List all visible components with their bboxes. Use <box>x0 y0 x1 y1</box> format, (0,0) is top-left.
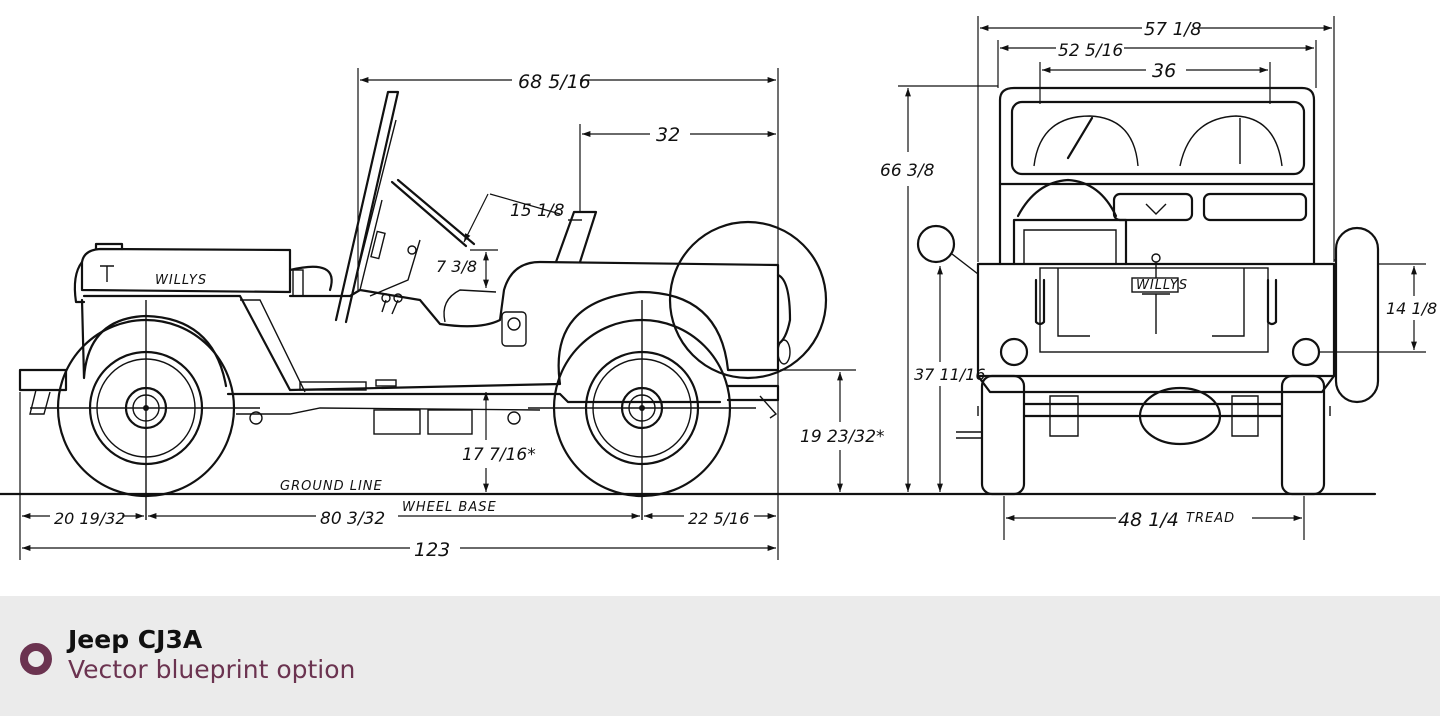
rear-axle <box>1022 402 1284 418</box>
spare-bracket <box>776 273 792 346</box>
tailgate-badge-box <box>1131 277 1179 293</box>
tailgate-chain-left <box>1034 278 1046 326</box>
label-front-overhang: 20 19/32 <box>54 509 126 528</box>
label-seat-height: 7 3/8 <box>436 257 477 276</box>
label-tread-word: TREAD <box>1186 511 1235 526</box>
wiper-arc-left <box>1033 115 1139 167</box>
label-tailgate-height: 14 1/8 <box>1386 299 1437 318</box>
label-axle-clearance: 17 7/16* <box>462 445 536 465</box>
steering-wheel <box>1016 178 1118 218</box>
tailgate-chain-right <box>1266 278 1278 326</box>
tail-light-left <box>999 337 1029 367</box>
label-top-length: 68 5/16 <box>518 71 591 93</box>
caption-title: Jeep CJ3A <box>68 625 203 654</box>
label-windshield-width: 36 <box>1152 60 1176 82</box>
rear-wheel-right <box>1280 374 1326 496</box>
label-overall-length: 123 <box>414 539 450 561</box>
differential <box>1138 386 1222 446</box>
seat-back <box>554 210 598 264</box>
transmission <box>373 409 421 435</box>
label-body-height: 37 11/16 <box>914 365 986 384</box>
side-mirror <box>916 224 956 264</box>
tow-bar <box>956 431 982 439</box>
rear-wheel-left <box>980 374 1026 496</box>
tailgate-badge: WILLYS <box>1136 278 1188 293</box>
label-tread: 48 1/4 <box>1118 509 1179 531</box>
label-rear-overhang: 22 5/16 <box>688 509 749 528</box>
label-overall-height: 66 3/8 <box>880 161 935 181</box>
label-rear-seat: 32 <box>656 124 680 146</box>
leaf-springs <box>1049 395 1259 437</box>
hood-clamp <box>292 269 304 297</box>
tail-light <box>777 339 791 365</box>
spare-tire-rear <box>1334 226 1380 404</box>
label-overall-width: 57 1/8 <box>1144 19 1202 40</box>
rear-view: WILLYS <box>898 16 1426 540</box>
hood-latch-icon <box>100 265 114 282</box>
radio-circle-icon <box>20 643 52 675</box>
caption-subtitle: Vector blueprint option <box>68 655 356 684</box>
label-seat-back: 15 1/8 <box>510 201 565 221</box>
label-body-width: 52 5/16 <box>1058 41 1123 61</box>
front-bumper <box>18 368 68 392</box>
label-wheel-base: WHEEL BASE <box>402 500 497 515</box>
label-frame-clearance: 19 23/32* <box>800 427 885 447</box>
wheel-centerlines <box>30 300 756 520</box>
side-view: WILLYS <box>0 68 1377 560</box>
hood-badge: WILLYS <box>155 273 207 288</box>
dim-seat-back <box>489 193 561 215</box>
windshield-outer <box>998 86 1316 266</box>
label-ground-line: GROUND LINE <box>280 479 383 494</box>
windshield-hinge <box>370 230 386 260</box>
frame-rail <box>226 392 722 404</box>
rear-bumper <box>726 384 780 402</box>
caption-bar <box>0 596 1440 716</box>
seat-back-rear <box>1012 218 1128 266</box>
dash-panel <box>1202 192 1308 222</box>
side-cutout <box>443 289 497 323</box>
driveline <box>236 407 541 415</box>
grille <box>73 260 86 304</box>
spare-tire <box>668 220 828 380</box>
step-plate <box>299 381 367 391</box>
fuel-cap <box>501 311 527 347</box>
blueprint-drawing: WILLYS <box>0 14 1437 561</box>
label-wheelbase: 80 3/32 <box>320 509 385 529</box>
windshield-glass <box>1010 100 1306 176</box>
windshield-frame <box>334 90 400 324</box>
steering-column <box>390 178 476 248</box>
tail-light-right <box>1291 337 1321 367</box>
body-tub <box>82 260 780 392</box>
wiper-arc-right <box>1179 115 1283 167</box>
